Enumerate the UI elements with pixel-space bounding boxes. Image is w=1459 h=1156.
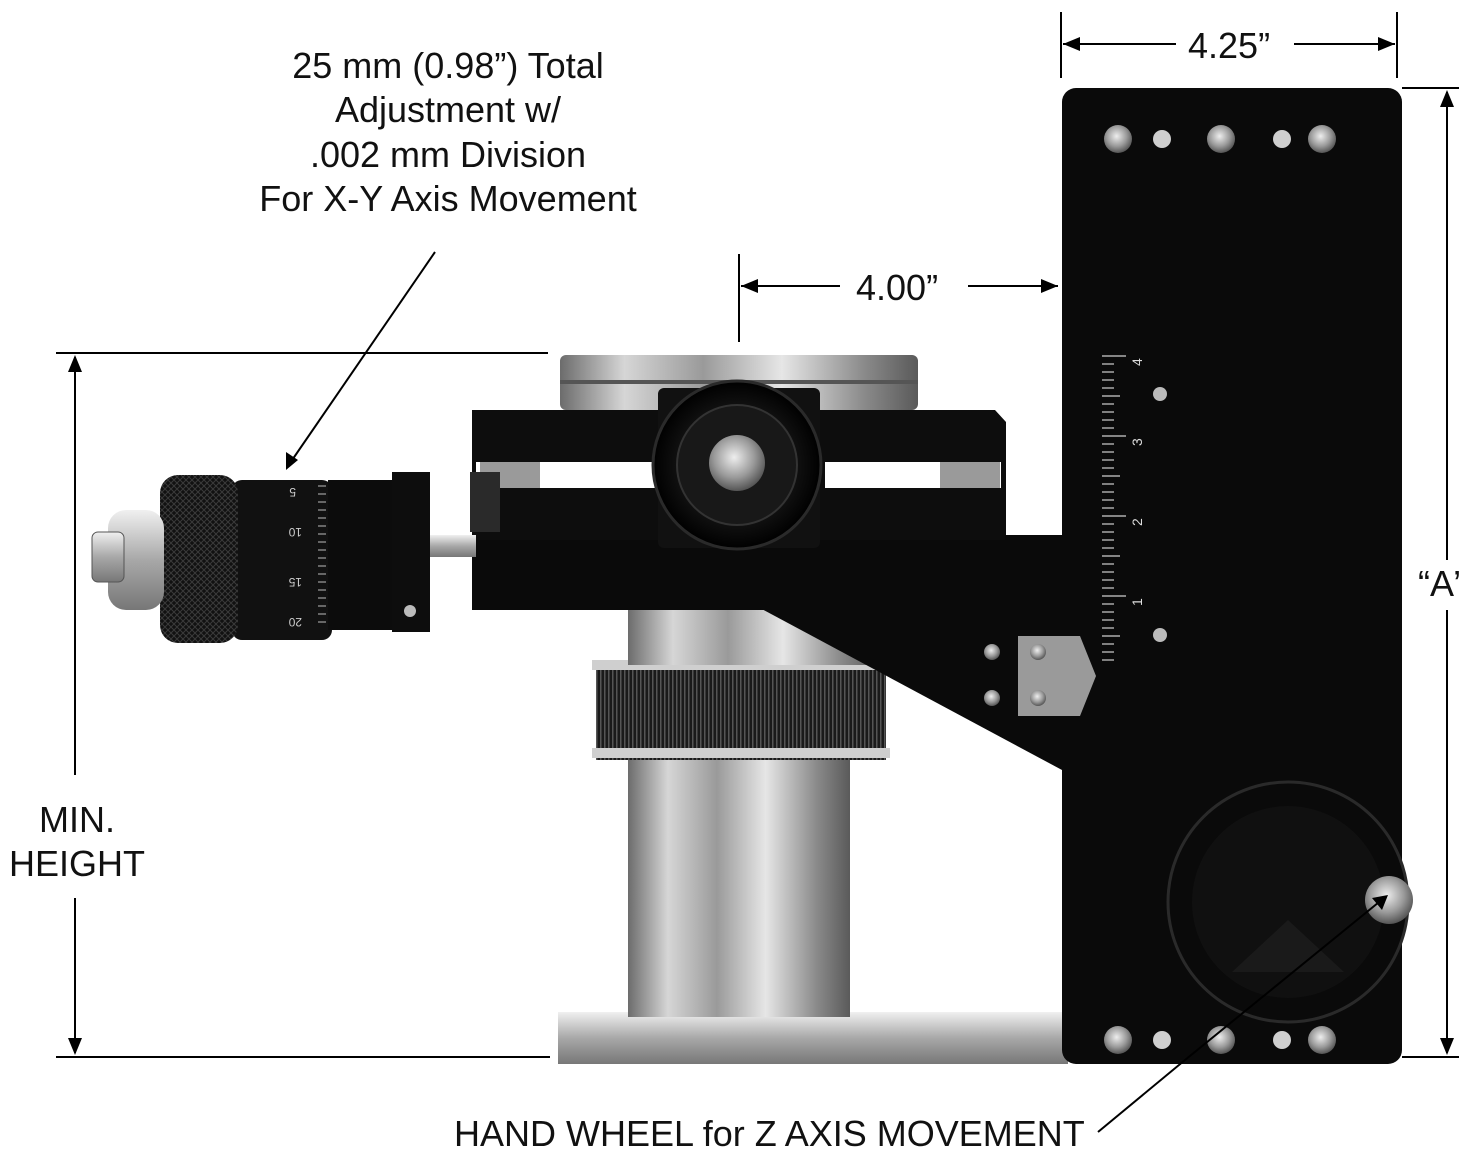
arrow-a-top (1440, 90, 1454, 107)
bellows (596, 660, 886, 760)
arrow-4-00-right (1041, 279, 1058, 293)
screw (1104, 125, 1132, 153)
dimension-width-label: 4.25” (1188, 25, 1271, 66)
screw (1308, 125, 1336, 153)
micrometer-scale-ticks (318, 485, 326, 623)
arrow-min-top (68, 355, 82, 372)
micrometer-thimble (232, 480, 332, 640)
dimension-offset-label: 4.00” (856, 267, 939, 308)
micrometer-tick-15: 15 (288, 575, 302, 589)
micrometer-callout-line1: 25 mm (0.98”) Total (292, 45, 604, 86)
z-scale-label-1: 1 (1129, 598, 1145, 606)
arrow-a-bottom (1440, 1038, 1454, 1055)
hand-wheel-callout: HAND WHEEL for Z AXIS MOVEMENT (454, 1113, 1085, 1154)
hand-wheel-handle (1365, 876, 1413, 924)
arrow-4-25-right (1378, 37, 1395, 51)
dimension-a-label: “A” (1418, 563, 1459, 604)
micrometer-tick-5: 5 (289, 485, 296, 499)
arrow-hand-wheel (1372, 895, 1388, 910)
arrow-min-bottom (68, 1038, 82, 1055)
min-height-line2: HEIGHT (8, 843, 145, 885)
micrometer-callout-line4: For X-Y Axis Movement (259, 177, 637, 219)
z-scale-label-4: 4 (1129, 358, 1145, 366)
micrometer-shaft (430, 535, 476, 557)
micrometer-knurl (160, 475, 238, 643)
arrow-4-25-left (1063, 37, 1080, 51)
base-plate (558, 1012, 1068, 1064)
z-scale-label-3: 3 (1129, 438, 1145, 446)
screw (1104, 1026, 1132, 1054)
z-scale-label-2: 2 (1129, 518, 1145, 526)
arrow-4-00-left (741, 279, 758, 293)
screw (1207, 125, 1235, 153)
min-height-label: MIN. HEIGHT (0, 798, 154, 887)
micrometer-callout: 25 mm (0.98”) Total Adjustment w/ .002 m… (238, 44, 658, 221)
arrow-micrometer (286, 452, 298, 470)
micrometer-tick-10: 10 (288, 525, 302, 539)
screw (1207, 1026, 1235, 1054)
z-scale-ticks (1102, 355, 1126, 661)
micrometer-callout-line3: .002 mm Division (309, 133, 587, 175)
screw (1308, 1026, 1336, 1054)
micrometer-tick-20: 20 (288, 615, 302, 629)
micrometer-callout-line2: Adjustment w/ (334, 89, 562, 131)
column-lower (628, 755, 850, 1017)
index-pointer (1018, 636, 1096, 716)
min-height-line1: MIN. (39, 799, 115, 840)
